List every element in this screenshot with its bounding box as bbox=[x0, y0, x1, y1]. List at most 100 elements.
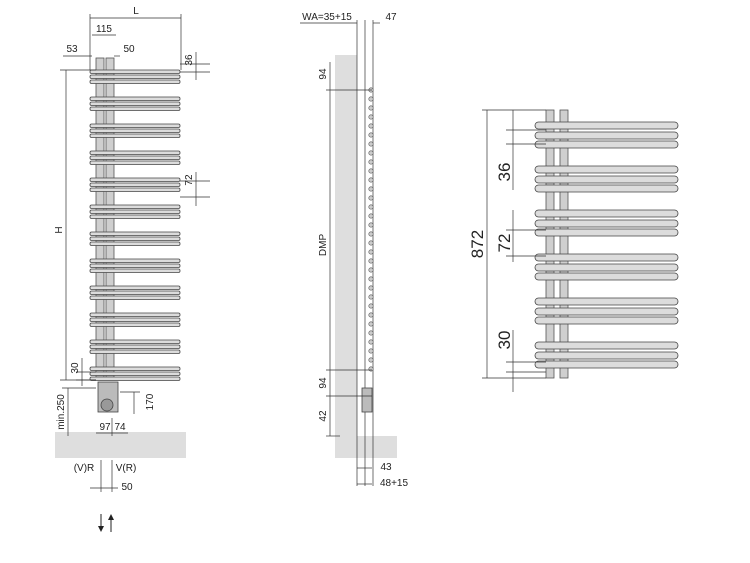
front-bar bbox=[89, 128, 181, 133]
front-bar bbox=[89, 69, 181, 74]
front-bar bbox=[89, 209, 181, 214]
dim-label-43: 43 bbox=[380, 462, 392, 473]
side-bar-profile bbox=[368, 312, 374, 318]
detail-bar bbox=[534, 272, 679, 281]
detail-bar bbox=[534, 263, 679, 272]
front-bar bbox=[89, 322, 181, 327]
detail-bar bbox=[534, 131, 679, 140]
front-bar bbox=[89, 150, 181, 155]
dim-label-42: 42 bbox=[318, 410, 329, 422]
front-bar bbox=[89, 74, 181, 79]
dim-label-48-15: 48+15 bbox=[380, 478, 409, 489]
detail-bar bbox=[534, 165, 679, 174]
side-bar-profile bbox=[368, 159, 374, 165]
front-bar bbox=[89, 187, 181, 192]
front-bar bbox=[89, 204, 181, 209]
side-bar-profile bbox=[368, 132, 374, 138]
detail-bar bbox=[534, 184, 679, 193]
dim-label-94-top: 94 bbox=[318, 68, 329, 80]
detail-bar bbox=[534, 175, 679, 184]
side-bar-profile bbox=[368, 330, 374, 336]
front-view: L 115 53 50 36 72 H 30 min.250 bbox=[54, 6, 210, 532]
front-bar bbox=[89, 96, 181, 101]
detail-right-column bbox=[559, 109, 569, 379]
side-bar-profile bbox=[368, 231, 374, 237]
wall-area bbox=[335, 55, 357, 458]
flow-arrows-icon bbox=[98, 514, 114, 532]
detail-bar bbox=[534, 351, 679, 360]
front-bar bbox=[89, 231, 181, 236]
front-bar bbox=[89, 376, 181, 381]
front-bar bbox=[89, 155, 181, 160]
front-bar bbox=[89, 182, 181, 187]
side-bar-profile bbox=[368, 186, 374, 192]
side-bar-profile bbox=[368, 204, 374, 210]
front-bar bbox=[89, 160, 181, 165]
dim-label-L: L bbox=[133, 6, 139, 17]
dim-label-36: 36 bbox=[184, 54, 195, 66]
front-bar bbox=[89, 268, 181, 273]
dim-label-97: 97 bbox=[99, 422, 111, 433]
dim-label-30: 30 bbox=[70, 362, 81, 374]
side-bar-profile bbox=[368, 177, 374, 183]
front-bar bbox=[89, 339, 181, 344]
side-bar-profile bbox=[368, 123, 374, 129]
detail-bar bbox=[534, 228, 679, 237]
front-bar bbox=[89, 312, 181, 317]
detail-bar bbox=[534, 140, 679, 149]
side-bar-profile bbox=[368, 303, 374, 309]
front-bar bbox=[89, 290, 181, 295]
front-bar bbox=[89, 344, 181, 349]
side-bar-profile bbox=[368, 348, 374, 354]
side-bar-profile bbox=[368, 258, 374, 264]
dim-label-30-detail: 30 bbox=[495, 331, 514, 350]
front-bar bbox=[89, 214, 181, 219]
front-bar bbox=[89, 79, 181, 84]
front-bar bbox=[89, 295, 181, 300]
detail-bars bbox=[534, 121, 679, 369]
dim-label-50-top: 50 bbox=[123, 44, 135, 55]
detail-bar bbox=[534, 360, 679, 369]
detail-bar bbox=[534, 297, 679, 306]
dim-label-min250: min.250 bbox=[56, 394, 67, 430]
side-bar-profile bbox=[368, 222, 374, 228]
side-bar-profile bbox=[368, 114, 374, 120]
detail-left-column bbox=[545, 109, 555, 379]
dim-label-72-detail: 72 bbox=[495, 234, 514, 253]
detail-bar bbox=[534, 316, 679, 325]
detail-bar bbox=[534, 307, 679, 316]
side-bar-profile bbox=[368, 276, 374, 282]
label-rv: V(R) bbox=[116, 463, 137, 474]
side-bars bbox=[368, 87, 374, 372]
dim-label-74: 74 bbox=[114, 422, 126, 433]
dim-label-36-detail: 36 bbox=[495, 163, 514, 182]
side-bar-profile bbox=[368, 339, 374, 345]
detail-view: 872 36 72 30 bbox=[468, 109, 679, 392]
dim-label-50-bottom: 50 bbox=[121, 482, 133, 493]
front-bar bbox=[89, 241, 181, 246]
detail-bar bbox=[534, 209, 679, 218]
floor-area bbox=[55, 432, 186, 458]
dim-label-94-bottom: 94 bbox=[318, 377, 329, 389]
front-bar bbox=[89, 101, 181, 106]
detail-bar bbox=[534, 121, 679, 130]
front-bar bbox=[89, 236, 181, 241]
label-vr: (V)R bbox=[74, 463, 95, 474]
front-bar bbox=[89, 123, 181, 128]
dim-label-wa: WA=35+15 bbox=[302, 12, 352, 23]
front-bar bbox=[89, 133, 181, 138]
right-column bbox=[105, 57, 115, 381]
side-bar-profile bbox=[368, 321, 374, 327]
side-bar-profile bbox=[368, 249, 374, 255]
side-floor-area bbox=[357, 436, 397, 458]
side-bar-profile bbox=[368, 267, 374, 273]
front-bar bbox=[89, 263, 181, 268]
dim-label-72: 72 bbox=[184, 174, 195, 186]
side-bar-profile bbox=[368, 294, 374, 300]
front-bars bbox=[89, 69, 181, 381]
side-bar-profile bbox=[368, 240, 374, 246]
detail-bar bbox=[534, 253, 679, 262]
side-bar-profile bbox=[368, 168, 374, 174]
